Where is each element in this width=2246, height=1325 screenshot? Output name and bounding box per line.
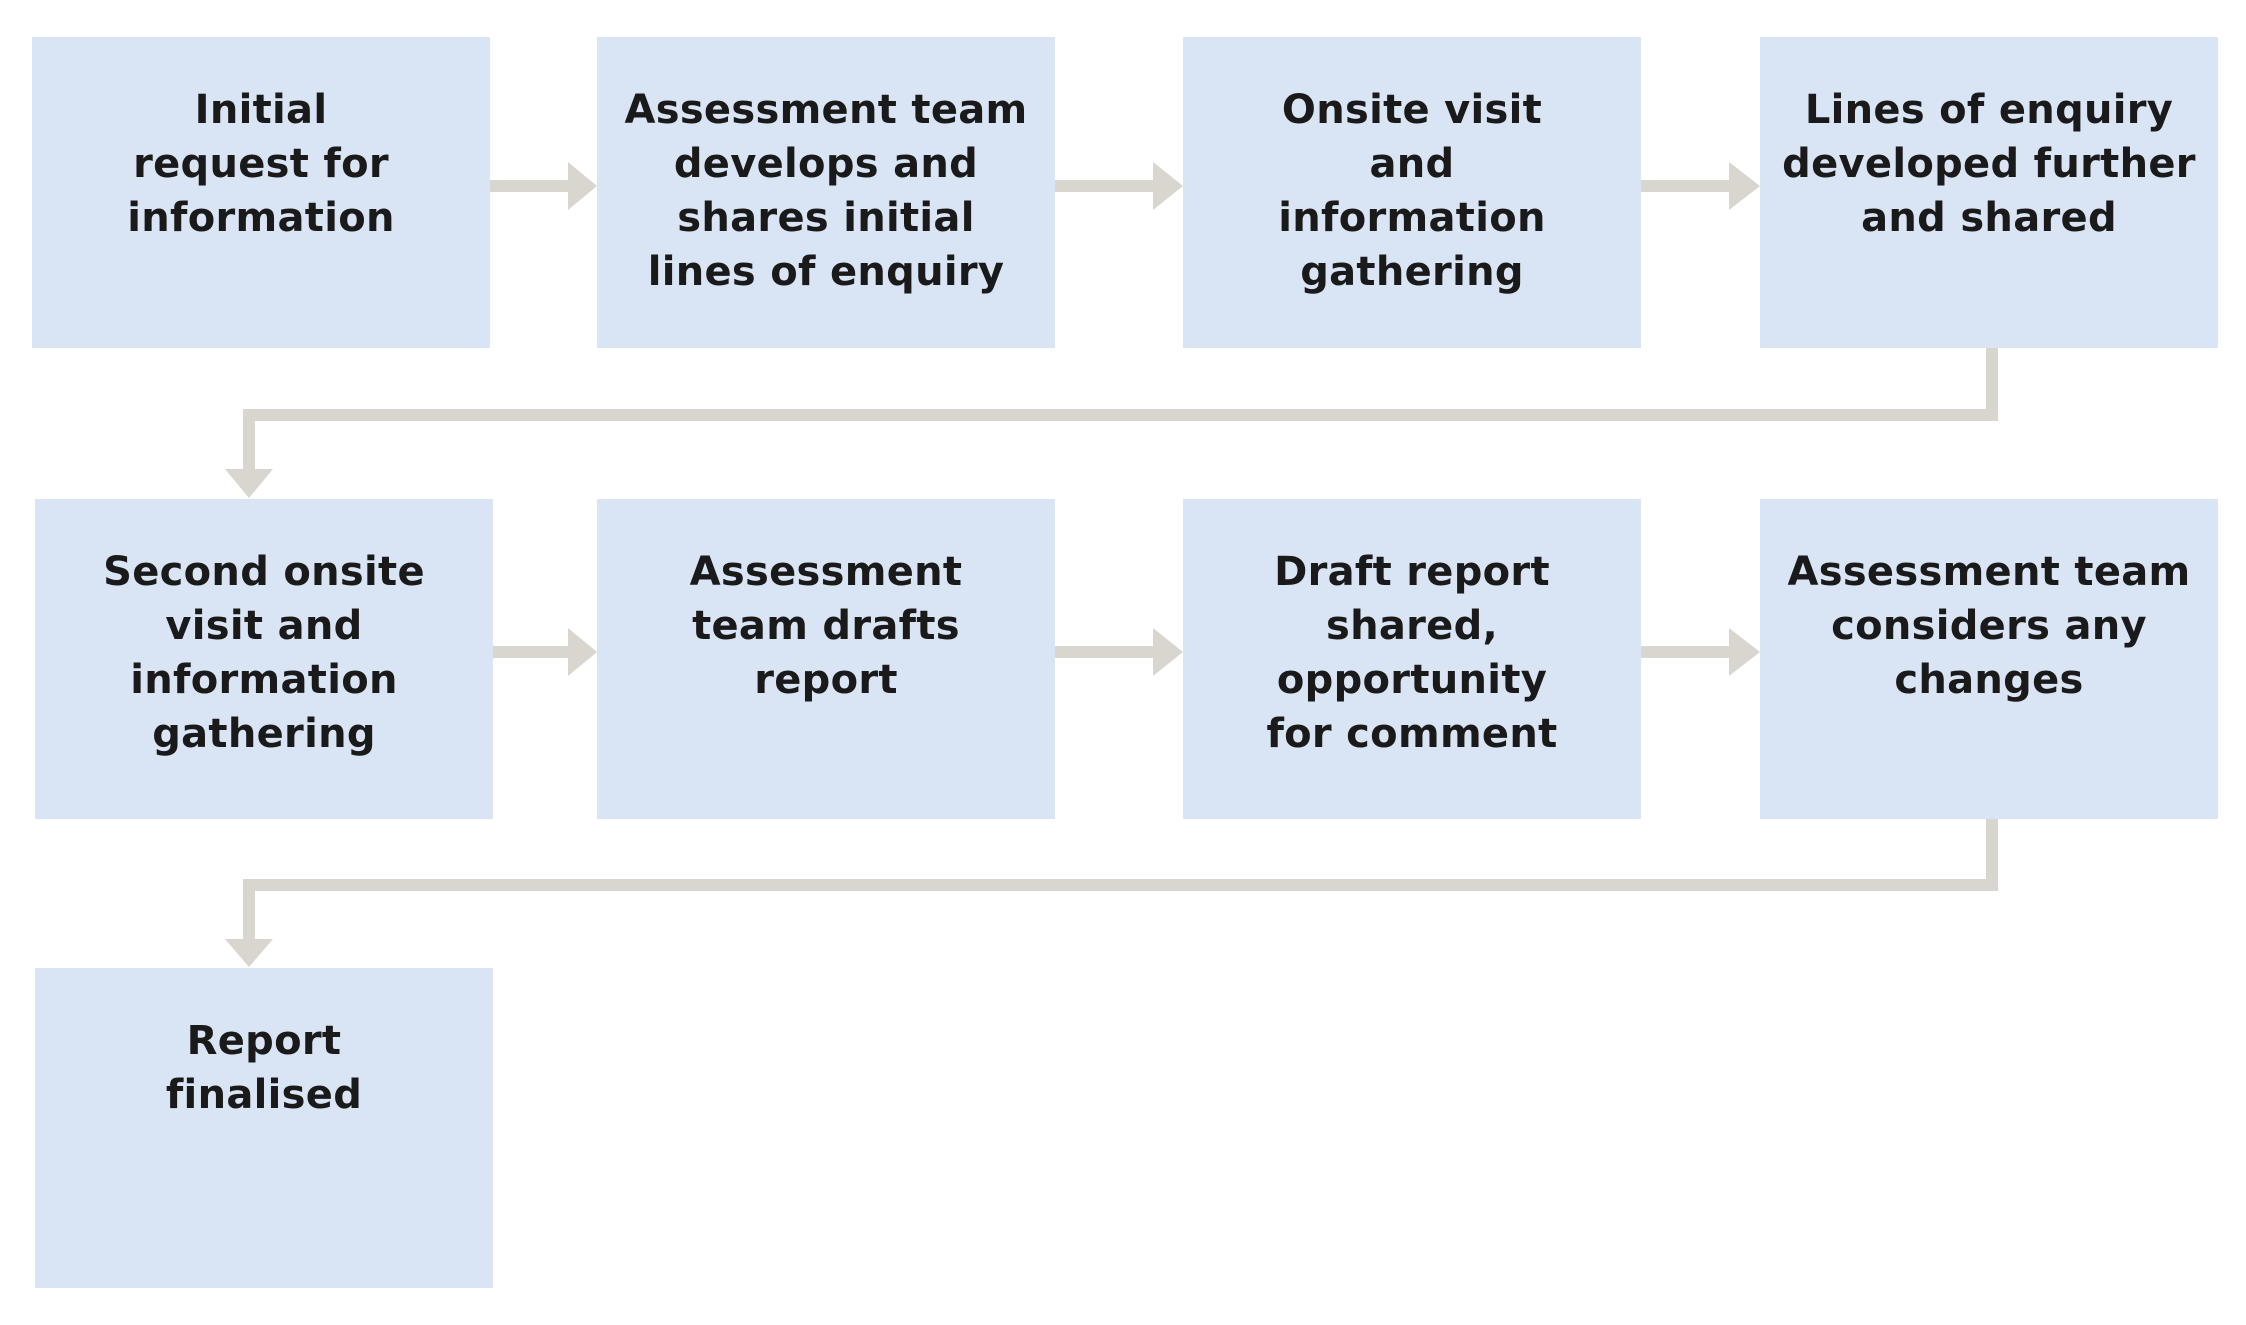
arrow-step7-to-step8	[1641, 628, 1760, 676]
step-label: Second onsite visit and information gath…	[103, 549, 425, 757]
step-label: Assessment team drafts report	[689, 549, 963, 703]
step-draft-report-shared: Draft report shared, opportunity for com…	[1183, 499, 1641, 819]
step-label: Onsite visit and information gathering	[1278, 87, 1546, 295]
step-label: Report finalised	[165, 1018, 363, 1118]
step-label: Assessment team considers any changes	[1787, 549, 2191, 703]
step-initial-request: Initial request for information	[32, 37, 490, 348]
step-onsite-visit: Onsite visit and information gathering	[1183, 37, 1641, 348]
step-label: Initial request for information	[127, 87, 395, 241]
arrow-step4-to-step5	[225, 348, 1998, 498]
step-report-finalised: Report finalised	[35, 968, 493, 1288]
step-develop-lines-of-enquiry: Assessment team develops and shares init…	[597, 37, 1055, 348]
arrow-step3-to-step4	[1641, 162, 1760, 210]
arrow-step6-to-step7	[1055, 628, 1183, 676]
arrow-step1-to-step2	[490, 162, 597, 210]
step-lines-developed-further: Lines of enquiry developed further and s…	[1760, 37, 2218, 348]
step-considers-changes: Assessment team considers any changes	[1760, 499, 2218, 819]
arrow-step5-to-step6	[493, 628, 597, 676]
step-label: Draft report shared, opportunity for com…	[1266, 549, 1558, 757]
step-label: Lines of enquiry developed further and s…	[1782, 87, 2196, 241]
step-drafts-report: Assessment team drafts report	[597, 499, 1055, 819]
arrow-step8-to-step9	[225, 819, 1998, 967]
step-label: Assessment team develops and shares init…	[624, 87, 1028, 295]
step-second-onsite-visit: Second onsite visit and information gath…	[35, 499, 493, 819]
arrow-step2-to-step3	[1055, 162, 1183, 210]
